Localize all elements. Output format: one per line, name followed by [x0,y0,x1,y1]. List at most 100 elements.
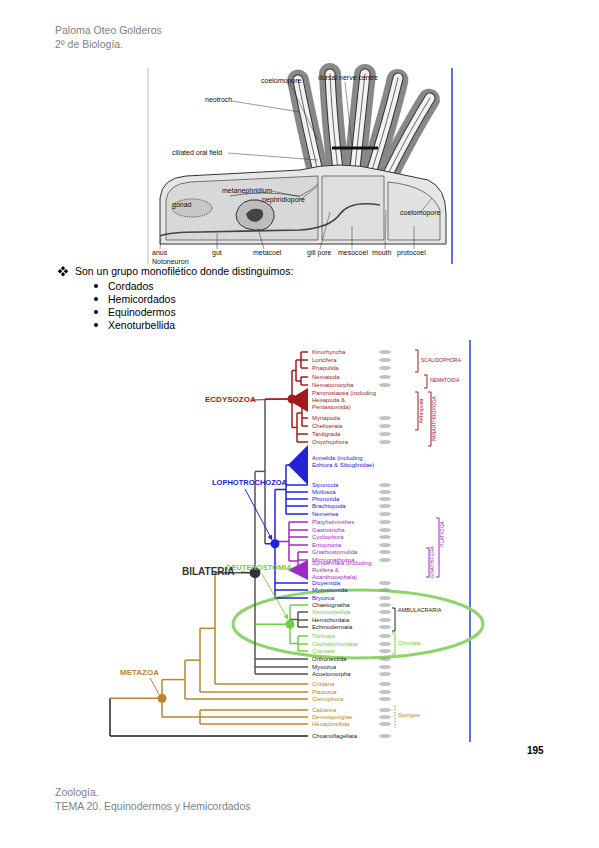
anatomy-label: metanephridium [222,187,272,195]
tree-branch [200,723,308,725]
tree-branch [185,698,308,700]
taxon-icon [379,543,391,547]
tree-branch [297,433,308,435]
clade-name: BILATERIA [182,566,235,578]
taxon-name: Loricifera [312,357,337,364]
taxon-icon [379,672,391,676]
bracket-label: SCALIDOPHORA [421,358,461,364]
taxon-name: Phoronida [312,496,339,503]
pterobranch-illustration-part [414,226,415,249]
anatomy-label: anus [152,249,167,257]
pterobranch-illustration-part-part [355,74,365,168]
clade-name: METAZOA [120,668,159,677]
tree-branch [215,683,308,685]
taxon-name: Ctenophora [312,696,343,703]
pterobranch-illustration-part-part [355,74,365,168]
taxon-icon [379,424,391,428]
tree-frame-part [392,608,395,631]
taxon-icon [379,715,391,719]
taxon-name: Myriapoda [312,415,340,422]
clade-leader [150,678,159,694]
taxon-name: Onychophora [312,439,348,446]
phylogenetic-tree-part [288,388,308,580]
taxon-name: Kinorhyncha [312,349,345,356]
tree-branch [296,413,298,442]
taxon-name: Nemertea [312,511,338,518]
anatomy-label: metacoel [253,249,281,257]
taxon-icon [379,588,391,592]
anatomy-label: mouth [372,249,391,257]
pterobranch-illustration-part [332,147,378,150]
tree-branches [110,352,308,736]
tree-frame-part [424,375,427,388]
pterobranch-illustration-part-part [388,98,430,174]
pterobranch-illustration-part [228,153,318,160]
tree-branch [162,679,185,681]
tree-branch [286,513,308,515]
tree-frame-part [428,392,431,446]
tree-frame [233,340,483,742]
taxon-name: Platyhelminthes [312,519,354,526]
tree-branch [275,589,308,591]
tree-branch [255,673,308,675]
anatomy-label: coelomopore [261,77,301,85]
taxon-icon [379,657,391,661]
phylogenetic-tree-part [379,350,391,738]
taxon-icon [379,603,391,607]
tree-branch [200,709,308,711]
tree-frame-part [415,350,418,372]
taxon-icon [379,497,391,501]
taxon-icon [379,682,391,686]
tree-branch [200,716,308,718]
tree-frame-part [426,548,429,577]
diamond-bullet-part [58,269,62,273]
tree-branch [298,611,308,613]
list-bullet [94,310,98,314]
anatomy-label: coelomopore [400,209,440,217]
tree-branch [286,498,308,500]
taxon-icon [379,625,391,629]
tree-frame-part [395,706,396,728]
tree-branch [302,417,308,419]
tree-branch [300,377,302,385]
pterobranch-illustration-part [298,74,430,174]
taxon-name: Dicyemida [312,580,340,587]
clade-name: ECDYSOZOA [205,395,256,404]
taxon-icon [379,708,391,712]
tree-branch [255,624,290,626]
tree-branch [298,635,308,637]
tree-branch [295,360,297,381]
tree-branch [289,544,308,546]
taxon-name: Choanoflagellata [312,733,357,740]
pterobranch-illustration-part-part [298,80,318,172]
pterobranch-illustration-part-part [330,74,338,170]
tree-frame-part [436,518,439,577]
taxon-icon [379,350,391,354]
pterobranch-illustration-part-part [298,80,318,172]
taxon-icon [379,722,391,726]
taxon-icon [379,596,391,600]
taxon-name: Cnidaria [312,681,334,688]
diamond-bullet-part [61,266,65,270]
bracket-label: Chordata [398,640,421,646]
diamond-bullet [58,266,68,276]
collapsed-clade [288,388,308,412]
taxon-name: Echinodermata [312,624,352,631]
taxon-icon [379,432,391,436]
anatomy-label: mesocoel [338,249,368,257]
taxon-icon [379,642,391,646]
bracket-label: PLATYZOA [440,521,446,547]
taxon-icon [379,366,391,370]
diamond-bullet-part [61,272,65,276]
pterobranch-illustration-part [352,226,353,249]
tree-branch [199,628,201,692]
tree-frame-part [415,392,418,430]
pterobranch-illustration-part [320,212,330,249]
taxon-icon [379,665,391,669]
taxon-name: Calcarea [312,707,336,714]
clade-leader [262,574,288,619]
tree-branch [255,666,308,668]
anatomy-label: gut [212,249,222,257]
